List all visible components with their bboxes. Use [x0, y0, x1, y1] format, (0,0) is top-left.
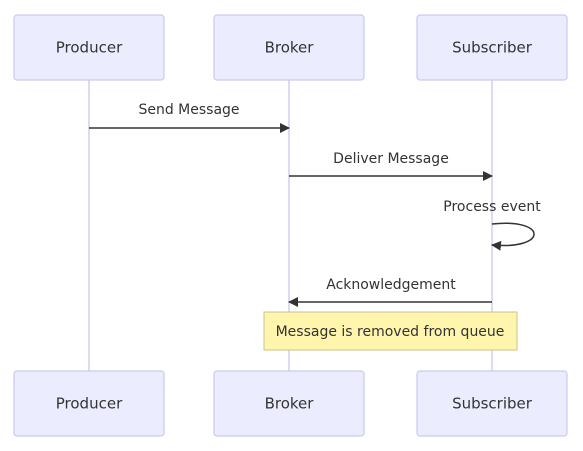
actor-subscriber-bottom: Subscriber	[416, 370, 568, 437]
actor-subscriber-bottom-label: Subscriber	[452, 395, 533, 413]
actor-broker-bottom-label: Broker	[265, 395, 315, 413]
actor-subscriber-top-label: Subscriber	[452, 39, 533, 57]
actor-producer-bottom-label: Producer	[56, 395, 123, 413]
message-send-label: Send Message	[138, 102, 239, 118]
note-text: Message is removed from queue	[276, 324, 505, 340]
message-ack-label: Acknowledgement	[326, 277, 456, 293]
actor-subscriber-top: Subscriber	[416, 14, 568, 81]
message-process-arrow	[491, 222, 535, 251]
actor-broker-top: Broker	[213, 14, 365, 81]
note: Message is removed from queue	[263, 311, 518, 351]
actor-producer-bottom: Producer	[13, 370, 165, 437]
actor-broker-top-label: Broker	[265, 39, 315, 57]
message-deliver-label: Deliver Message	[333, 151, 449, 167]
message-process-label: Process event	[443, 199, 541, 215]
actor-producer-top-label: Producer	[56, 39, 123, 57]
actor-producer-top: Producer	[13, 14, 165, 81]
actor-broker-bottom: Broker	[213, 370, 365, 437]
